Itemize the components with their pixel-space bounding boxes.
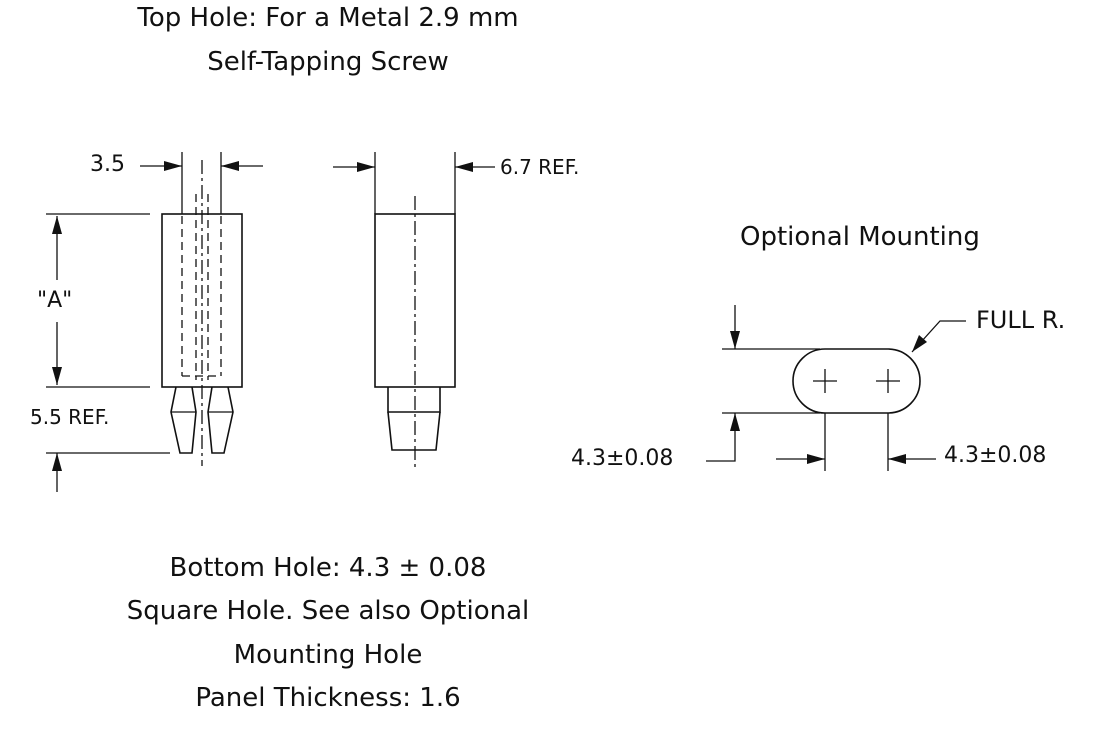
bottom-caption-line3: Mounting Hole <box>233 640 423 670</box>
front-leg-right <box>207 386 234 454</box>
slot-pitch-arrow-right <box>888 454 906 464</box>
front-height-arrow-bottom <box>52 367 62 385</box>
side-width-dim-label: 6.7 REF. <box>500 155 580 179</box>
bottom-caption-line1: Bottom Hole: 4.3 ± 0.08 <box>169 553 487 583</box>
front-view <box>46 152 263 492</box>
full-radius-arrow <box>912 335 927 352</box>
slot-height-arrow-bottom <box>730 413 740 431</box>
front-width-arrow-right <box>221 161 239 171</box>
side-foot-upper <box>387 387 441 413</box>
top-caption-line1: Top Hole: For a Metal 2.9 mm <box>137 3 519 33</box>
optional-mounting-title: Optional Mounting <box>740 222 980 252</box>
front-bottom-arrow <box>52 453 62 471</box>
side-width-arrow-left <box>357 162 375 172</box>
full-radius-label: FULL R. <box>976 306 1066 334</box>
bottom-caption-line4: Panel Thickness: 1.6 <box>195 683 461 713</box>
front-height-arrow-top <box>52 216 62 234</box>
side-foot-lower <box>387 411 441 451</box>
slot-height-leader-bottom <box>706 413 736 462</box>
slot-pitch-arrow-left <box>807 454 825 464</box>
slot-pitch-dim-label: 4.3±0.08 <box>944 443 1047 468</box>
slot-height-dim-label: 4.3±0.08 <box>571 446 674 471</box>
slot-height-arrow-top <box>730 331 740 349</box>
side-view <box>333 152 495 470</box>
front-leg-left <box>170 386 197 454</box>
mounting-slot-outline <box>792 348 921 414</box>
front-height-dim-label: "A" <box>37 288 73 313</box>
front-width-arrow-left <box>164 161 182 171</box>
side-width-arrow-right <box>455 162 473 172</box>
bottom-caption-line2: Square Hole. See also Optional <box>126 596 530 626</box>
optional-mounting-view <box>706 305 966 471</box>
front-width-dim-label: 3.5 <box>90 152 125 177</box>
top-caption-line2: Self-Tapping Screw <box>207 47 449 77</box>
front-bottom-dim-label: 5.5 REF. <box>30 405 110 429</box>
